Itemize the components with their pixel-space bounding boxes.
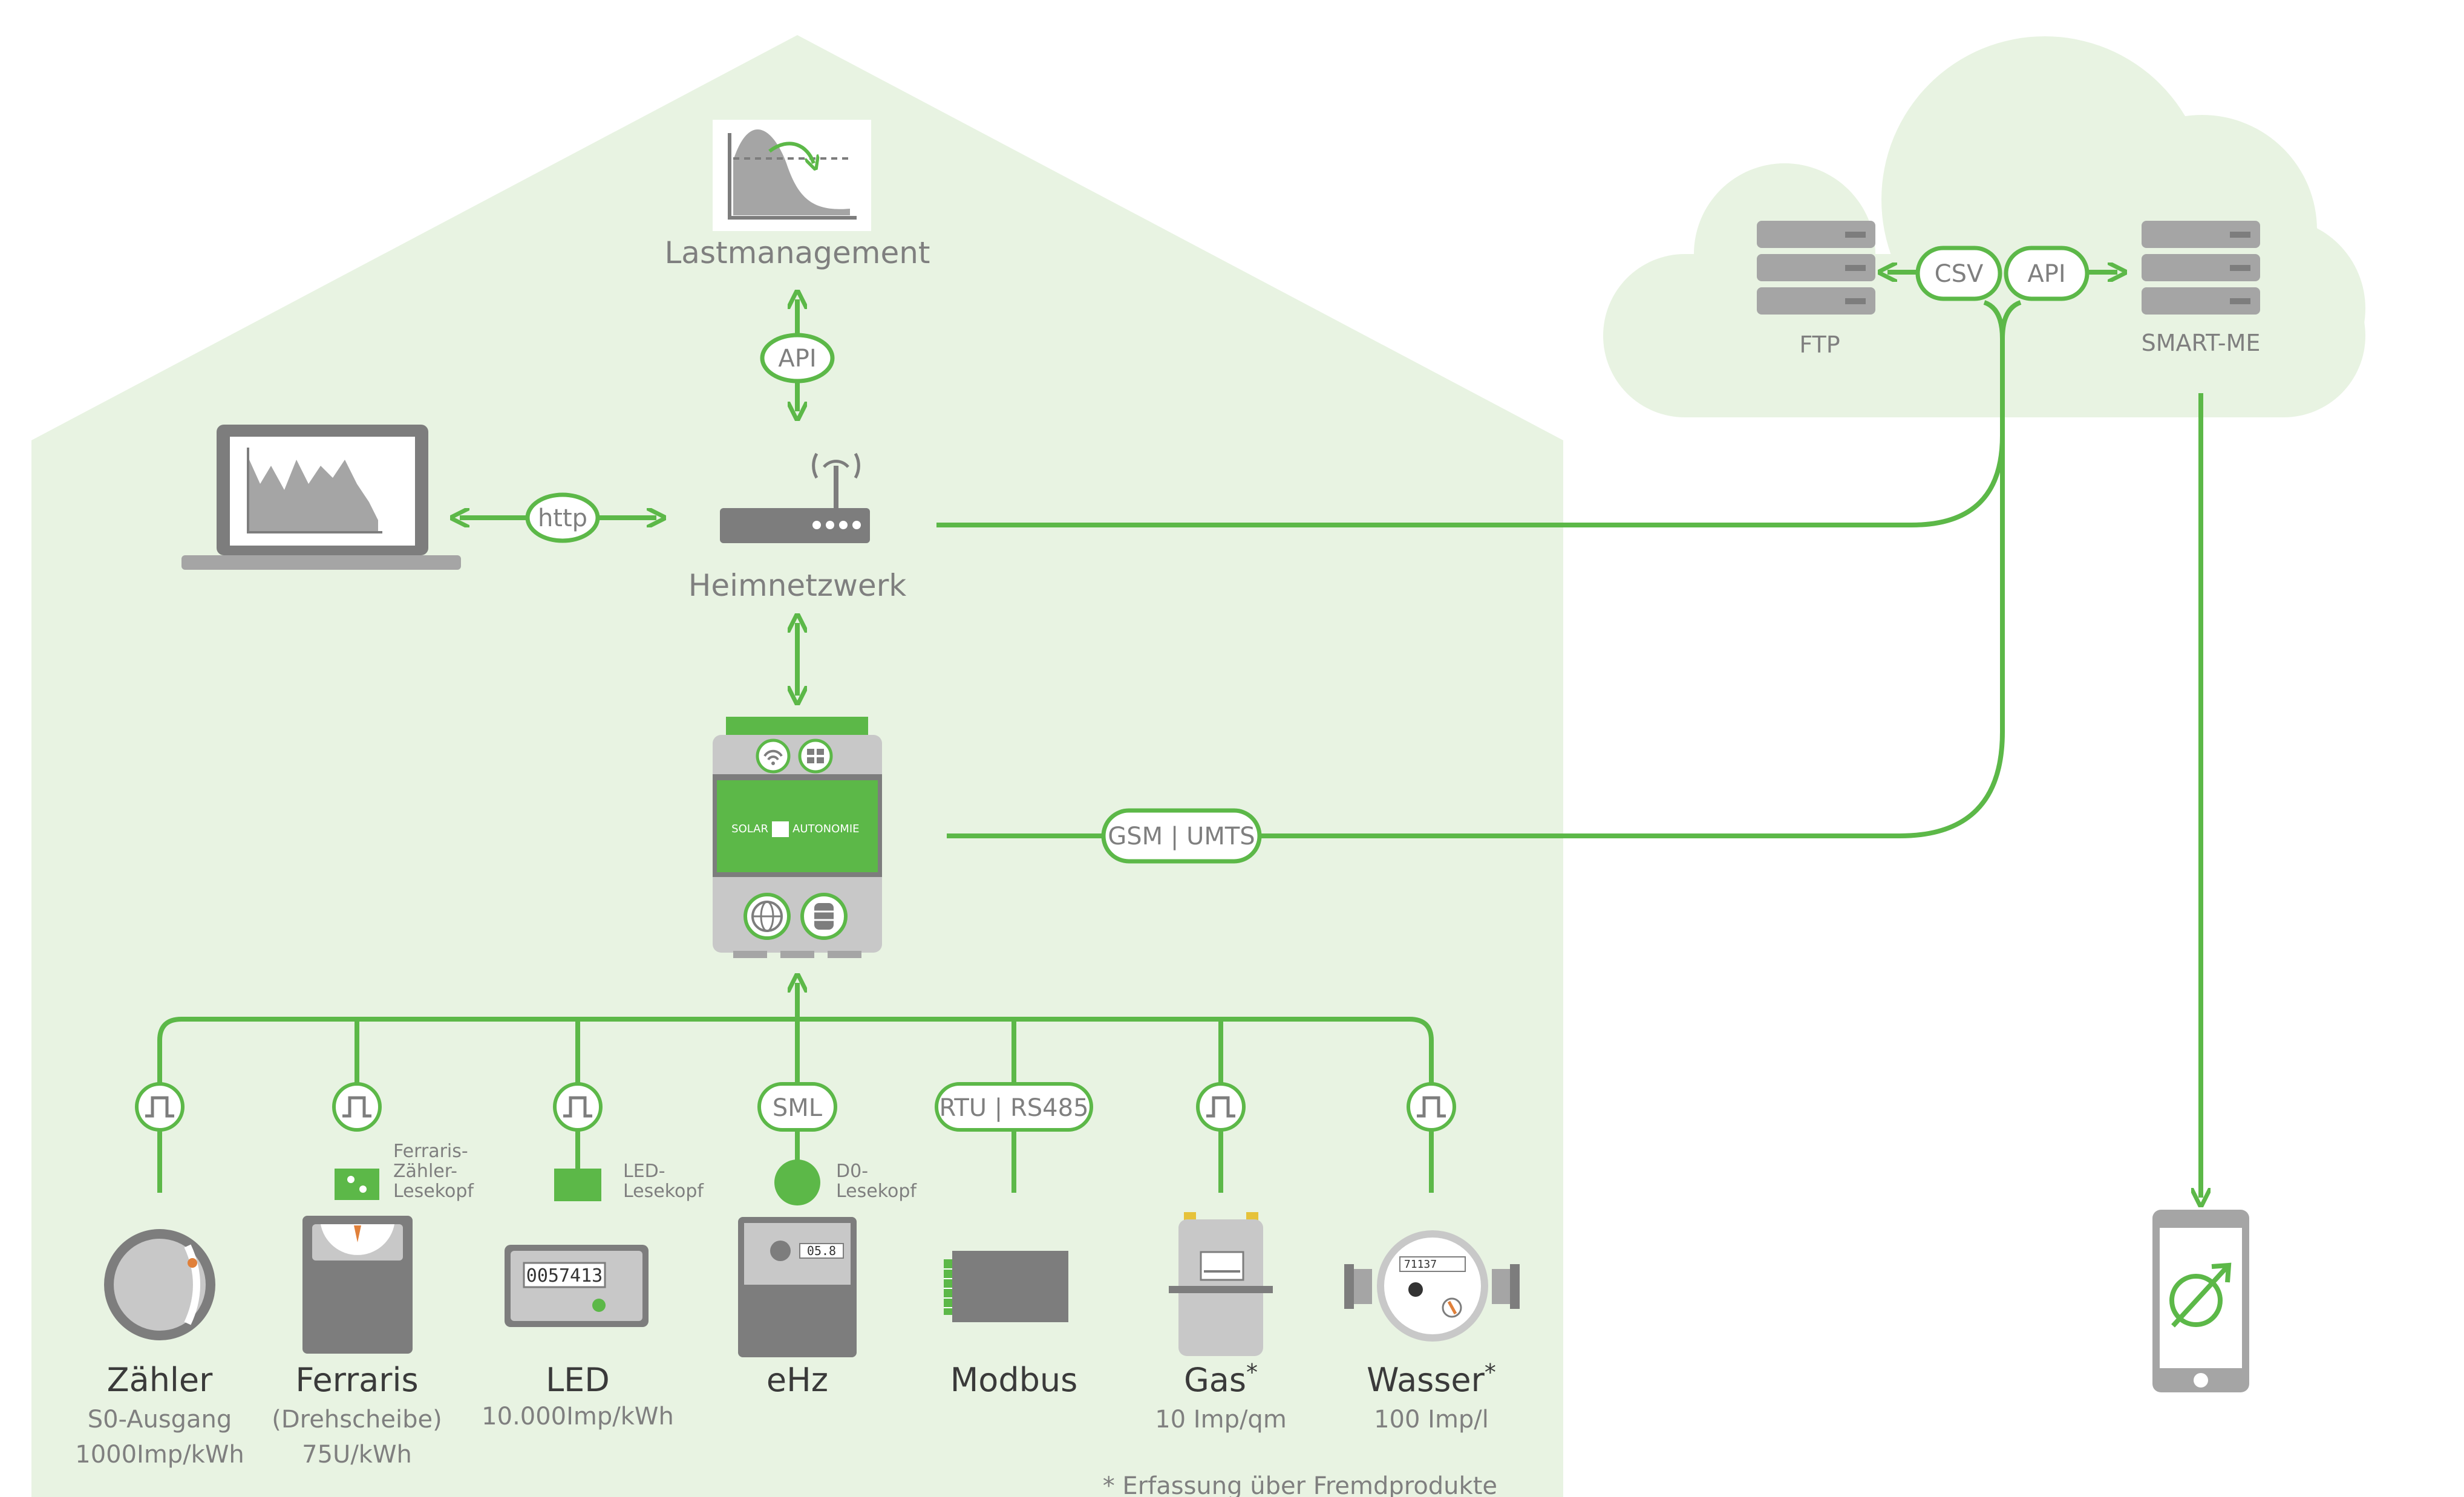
meter-sub1-wasser: 100 Imp/l <box>1374 1406 1489 1433</box>
meter-sub2-zaehler: 1000Imp/kWh <box>75 1441 244 1469</box>
lastmanagement-label: Lastmanagement <box>664 235 930 270</box>
meter-sub1-zaehler: S0-Ausgang <box>88 1406 232 1433</box>
meter-sub1-gas: 10 Imp/qm <box>1155 1406 1287 1433</box>
ferraris-reader-label-3: Lesekopf <box>393 1181 474 1202</box>
sml-badge: SML <box>757 1082 837 1132</box>
smartme-server-icon <box>2142 221 2260 315</box>
csv-badge: CSV <box>1915 246 2002 301</box>
device-brand-left: SOLAR <box>731 823 768 835</box>
cloud-api-badge: API <box>2004 246 2090 301</box>
internet-connection-line <box>936 435 2005 527</box>
svg-text:CSV: CSV <box>1935 260 1984 288</box>
ferraris-reader-label-1: Ferraris- <box>393 1141 468 1162</box>
svg-text:GSM | UMTS: GSM | UMTS <box>1108 823 1255 850</box>
ferraris-meter-icon <box>302 1216 413 1354</box>
water-meter-icon: 71137 <box>1344 1230 1520 1342</box>
gsm-umts-badge: GSM | UMTS <box>1101 808 1262 864</box>
svg-text:05.8: 05.8 <box>807 1244 836 1258</box>
meter-name-ehz: eHz <box>766 1361 828 1399</box>
svg-text:http: http <box>538 504 587 532</box>
ferraris-reader-head <box>335 1169 379 1200</box>
modbus-device-icon <box>944 1251 1068 1322</box>
meter-name-gas: Gas* <box>1184 1359 1258 1399</box>
solar-autonomie-device: SOLAR AUTONOMIE <box>713 717 882 958</box>
ftp-label: FTP <box>1799 331 1840 358</box>
s0-meter-icon <box>104 1229 215 1340</box>
svg-text:SML: SML <box>773 1094 823 1122</box>
meter-sub1-ferraris: (Drehscheibe) <box>272 1406 442 1433</box>
footnote: * Erfassung über Fremdprodukte <box>1103 1472 1497 1497</box>
rtu-rs485-badge: RTU | RS485 <box>935 1082 1093 1132</box>
d0-reader-head <box>774 1159 820 1205</box>
smartme-label: SMART-ME <box>2142 330 2261 356</box>
led-reader-label-2: Lesekopf <box>623 1181 704 1202</box>
meter-name-zaehler: Zähler <box>107 1361 214 1399</box>
gsm-connection-line <box>947 339 2005 838</box>
meter-sub2-ferraris: 75U/kWh <box>302 1441 412 1469</box>
led-reader-head <box>554 1169 601 1201</box>
pulse-badge-led <box>553 1082 603 1132</box>
svg-text:RTU | RS485: RTU | RS485 <box>939 1094 1088 1122</box>
ethernet-icon <box>798 739 833 774</box>
led-reader-label-1: LED- <box>623 1161 665 1182</box>
pulse-badge-ferraris <box>332 1082 382 1132</box>
meter-name-ferraris: Ferraris <box>295 1361 418 1399</box>
meter-name-modbus: Modbus <box>950 1361 1078 1399</box>
pulse-badge-wasser <box>1407 1082 1456 1132</box>
ftp-server-icon <box>1757 221 1875 315</box>
heimnetzwerk-label: Heimnetzwerk <box>688 568 906 603</box>
svg-text:API: API <box>778 345 816 373</box>
api-badge: API <box>760 333 835 383</box>
lastmanagement-chart-icon <box>713 120 871 231</box>
meter-sub1-led: 10.000Imp/kWh <box>482 1403 674 1430</box>
svg-text:API: API <box>2027 260 2065 288</box>
router-icon <box>720 452 870 543</box>
smartphone-icon <box>2152 1210 2249 1392</box>
http-badge: http <box>525 492 600 543</box>
svg-text:0057413: 0057413 <box>526 1265 603 1287</box>
ferraris-reader-label-2: Zähler- <box>393 1161 457 1182</box>
laptop-icon <box>181 425 461 570</box>
ehz-meter-icon: 05.8 <box>738 1217 857 1357</box>
svg-text:71137: 71137 <box>1404 1258 1437 1271</box>
pulse-badge-zaehler <box>135 1082 185 1132</box>
device-brand-right: AUTONOMIE <box>792 823 860 835</box>
gas-meter-icon <box>1169 1212 1273 1356</box>
d0-reader-label-1: D0- <box>836 1161 868 1182</box>
led-meter-icon: 0057413 <box>505 1245 649 1327</box>
pulse-badge-gas <box>1196 1082 1246 1132</box>
meter-name-led: LED <box>546 1361 610 1399</box>
d0-reader-label-2: Lesekopf <box>836 1181 917 1202</box>
meter-name-wasser: Wasser* <box>1367 1359 1496 1399</box>
